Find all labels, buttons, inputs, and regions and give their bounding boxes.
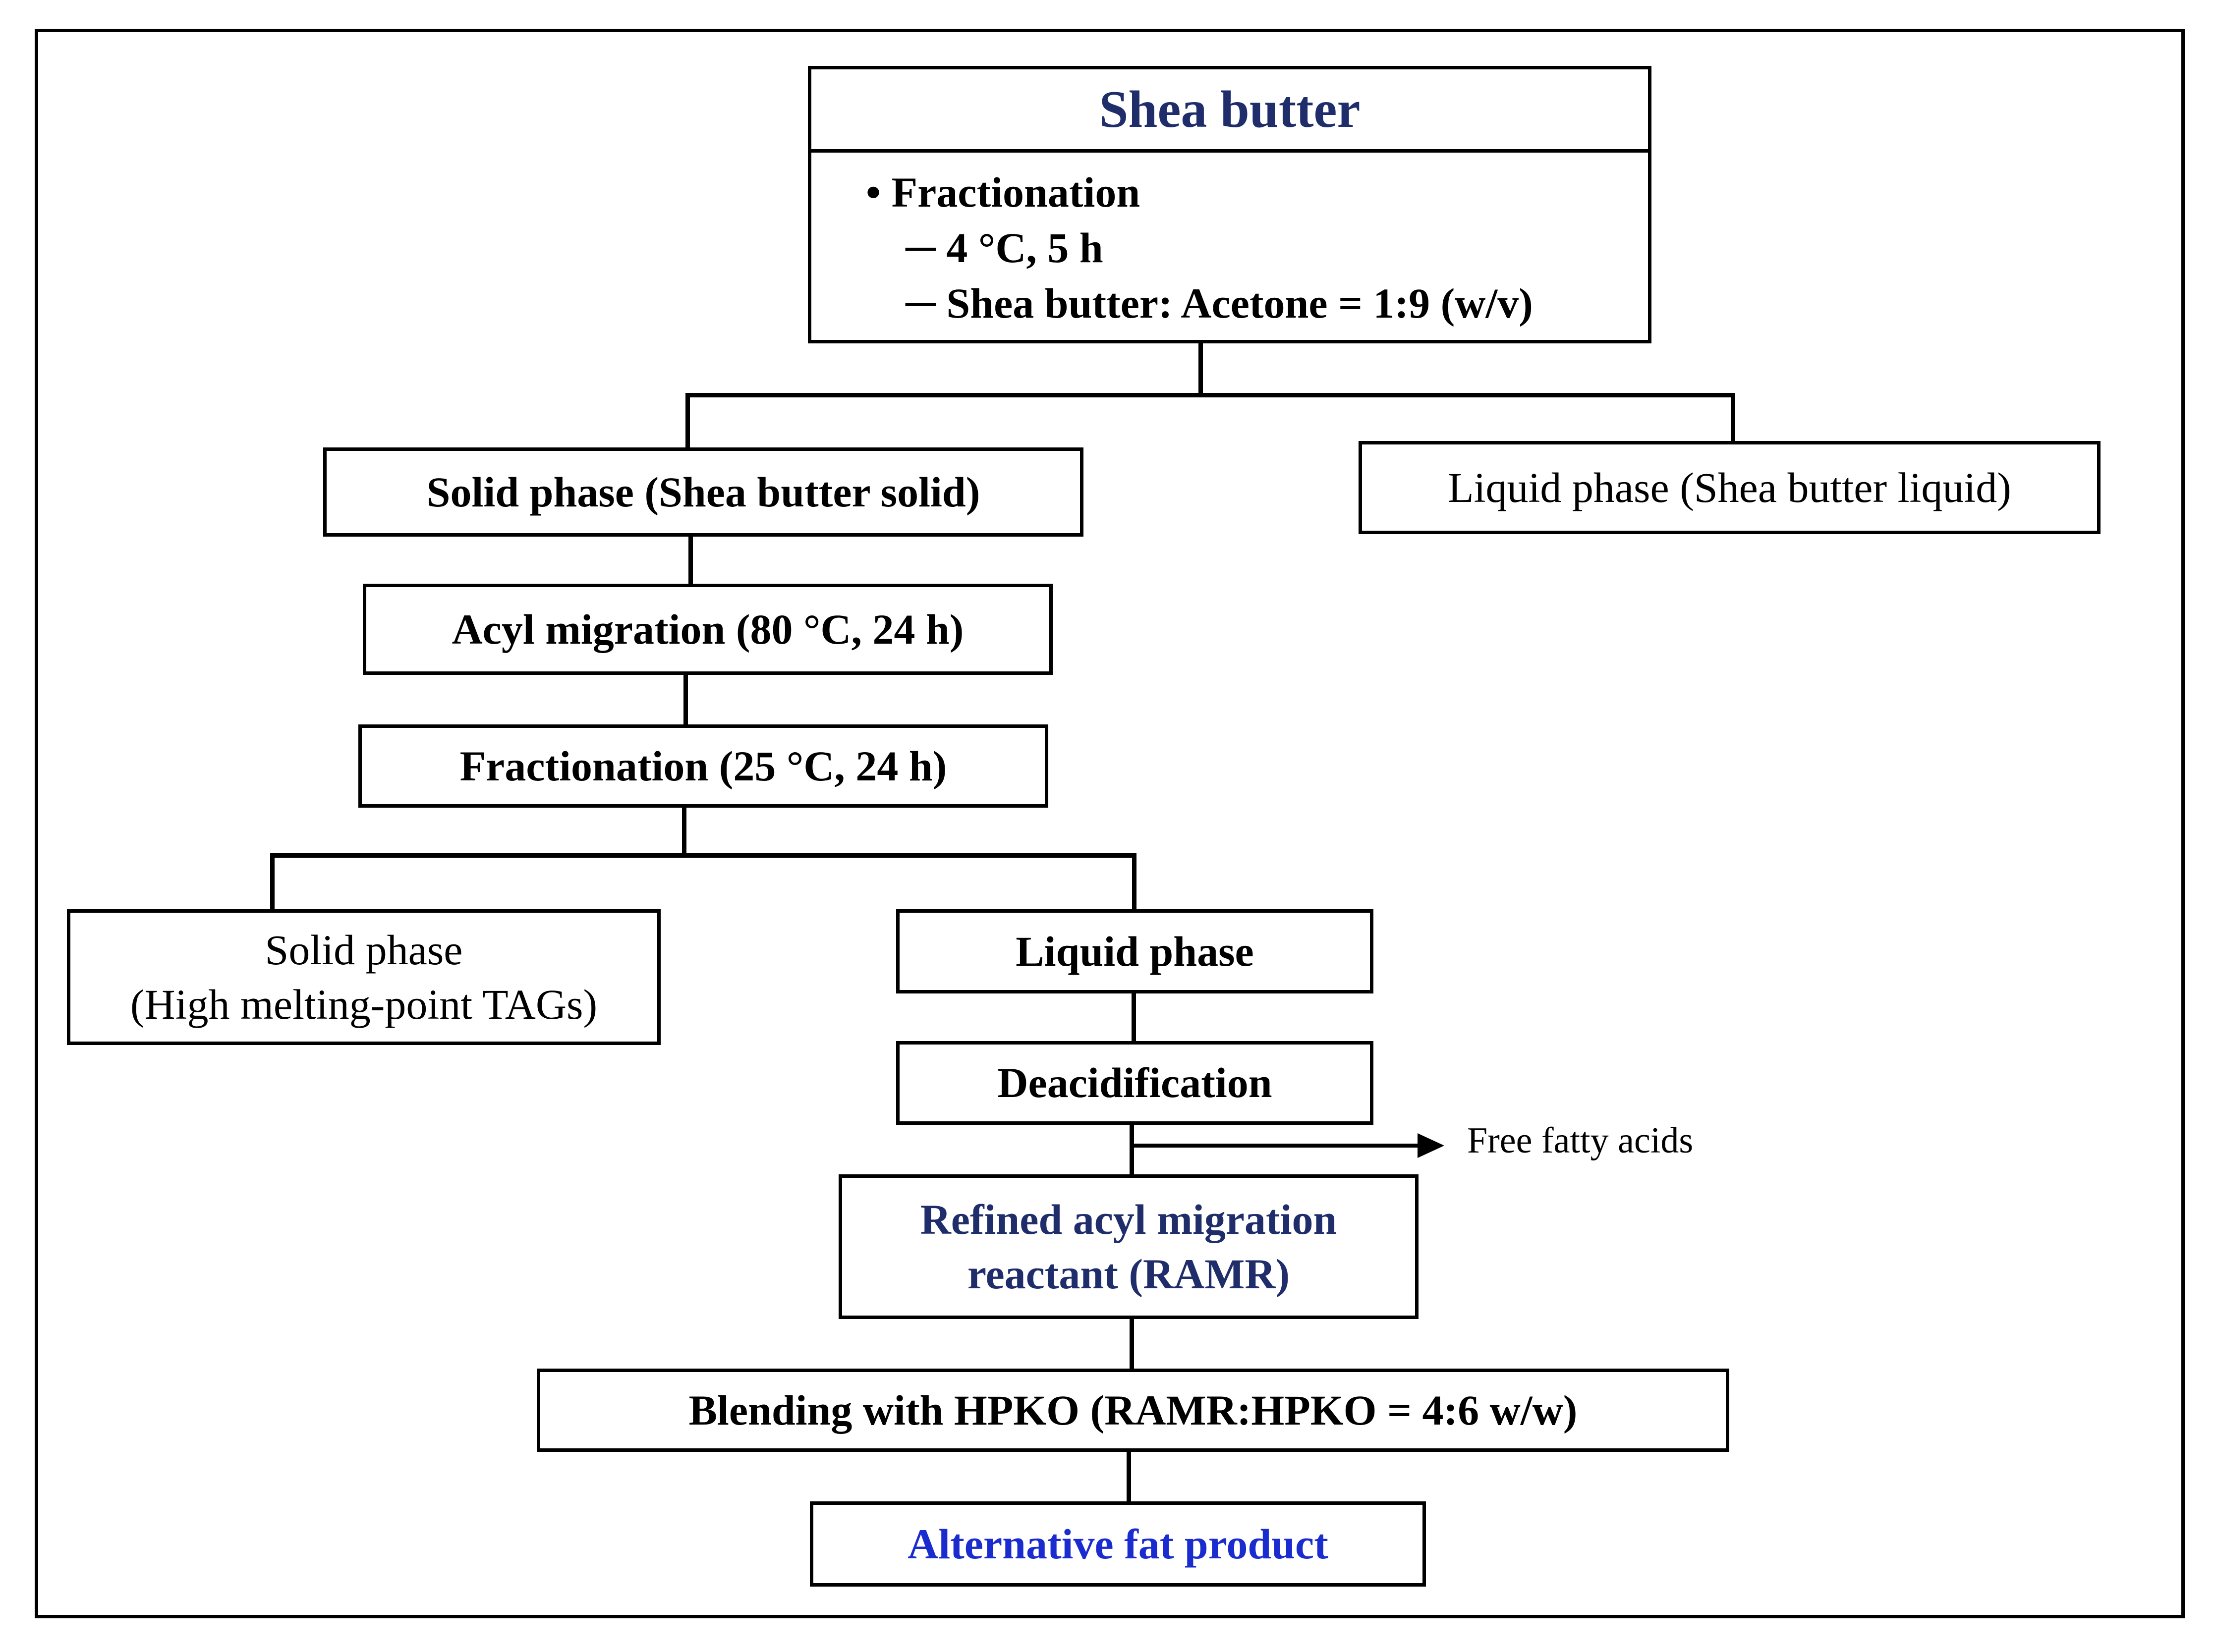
connector-split-1-horizontal bbox=[685, 393, 1735, 397]
connector-split-2-horizontal bbox=[270, 853, 1136, 858]
liquid-phase-shea-butter-liquid-box: Liquid phase (Shea butter liquid) bbox=[1359, 441, 2101, 534]
connector-ramr-to-blending bbox=[1130, 1318, 1134, 1369]
connector-split-2-left bbox=[270, 853, 275, 909]
ramr-line-1: Refined acyl migration bbox=[920, 1195, 1337, 1243]
shea-butter-title: Shea butter bbox=[811, 69, 1648, 153]
acyl-migration-box: Acyl migration (80 °C, 24 h) bbox=[363, 584, 1053, 675]
connector-deacid-to-ramr bbox=[1130, 1124, 1134, 1175]
fractionation-25c-box: Fractionation (25 °C, 24 h) bbox=[358, 724, 1048, 808]
liquid-phase-box: Liquid phase bbox=[896, 909, 1373, 993]
connector-split-1-left bbox=[685, 393, 690, 447]
connector-shea-down bbox=[1198, 343, 1203, 397]
solid-phase-label: Solid phase bbox=[265, 926, 463, 974]
connector-fractionation-down bbox=[682, 807, 686, 857]
solid-phase-high-melting-tags-box: Solid phase (High melting-point TAGs) bbox=[67, 909, 661, 1045]
connector-liquid-to-deacid bbox=[1132, 992, 1136, 1042]
arrowhead-icon bbox=[1418, 1133, 1444, 1158]
high-melting-tags-label: (High melting-point TAGs) bbox=[130, 981, 598, 1028]
solid-phase-shea-butter-solid-box: Solid phase (Shea butter solid) bbox=[323, 447, 1083, 537]
connector-split-1-right bbox=[1731, 393, 1735, 442]
condition-ratio: ─ Shea butter: Acetone = 1:9 (w/v) bbox=[906, 279, 1533, 327]
ramr-line-2: reactant (RAMR) bbox=[967, 1250, 1290, 1298]
ramr-box: Refined acyl migration reactant (RAMR) bbox=[839, 1174, 1419, 1319]
alternative-fat-product-box: Alternative fat product bbox=[810, 1501, 1426, 1587]
connector-solid-to-acyl bbox=[688, 534, 693, 584]
deacidification-box: Deacidification bbox=[896, 1041, 1373, 1125]
fractionation-bullet: • Fractionation bbox=[866, 168, 1140, 216]
connector-split-2-right bbox=[1132, 853, 1136, 909]
shea-butter-box: Shea butter • Fractionation ─ 4 °C, 5 h … bbox=[808, 66, 1651, 343]
condition-temperature-time: ─ 4 °C, 5 h bbox=[906, 224, 1103, 272]
connector-blending-to-product bbox=[1127, 1451, 1131, 1502]
outer-frame bbox=[35, 29, 2185, 1618]
connector-acyl-to-fractionation bbox=[683, 672, 688, 725]
connector-ffa-horizontal bbox=[1130, 1144, 1421, 1148]
blending-hpko-box: Blending with HPKO (RAMR:HPKO = 4:6 w/w) bbox=[537, 1369, 1729, 1452]
free-fatty-acids-label: Free fatty acids bbox=[1467, 1120, 1694, 1161]
shea-butter-conditions: • Fractionation ─ 4 °C, 5 h ─ Shea butte… bbox=[811, 153, 1648, 331]
